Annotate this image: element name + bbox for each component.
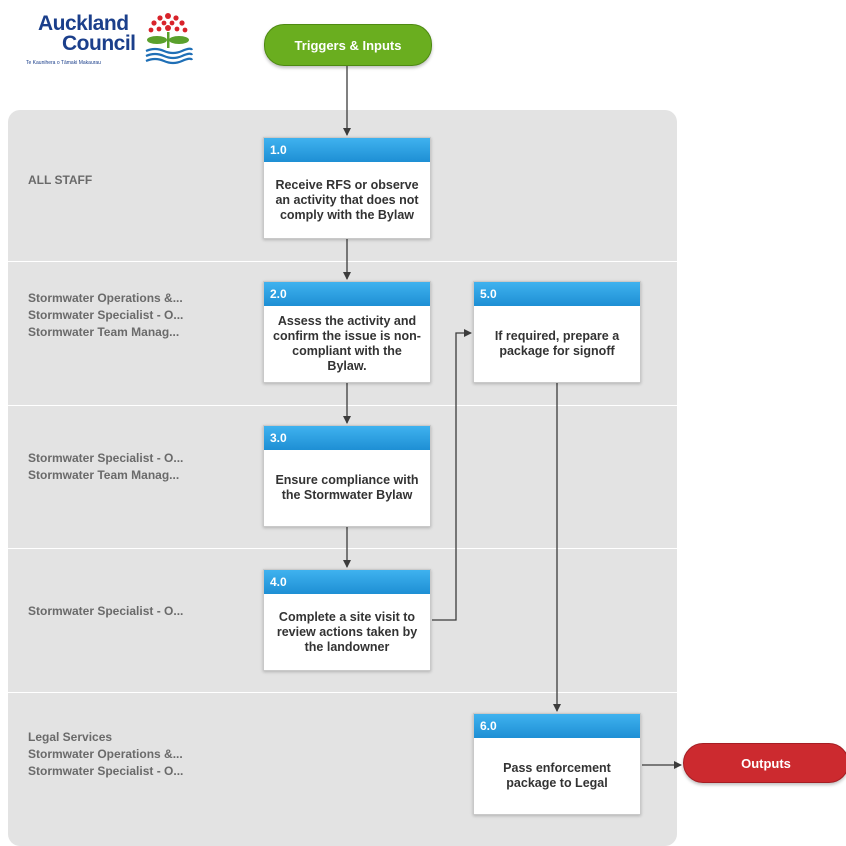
lane-role: Stormwater Operations &... bbox=[28, 291, 183, 305]
step-number: 1.0 bbox=[264, 138, 430, 162]
step-3: 3.0 Ensure compliance with the Stormwate… bbox=[263, 425, 431, 527]
connector-4-to-5 bbox=[432, 329, 472, 621]
lane-all-staff: ALL STAFF bbox=[8, 110, 677, 262]
logo-line-2: Council bbox=[62, 32, 136, 55]
step-1: 1.0 Receive RFS or observe an activity t… bbox=[263, 137, 431, 239]
step-text: Assess the activity and confirm the issu… bbox=[273, 314, 421, 373]
lane-role: ALL STAFF bbox=[28, 173, 93, 187]
lane-stormwater-operations: Stormwater Operations &... Stormwater Sp… bbox=[8, 262, 677, 406]
lane-roles: ALL STAFF bbox=[28, 172, 258, 189]
lane-stormwater-specialist: Stormwater Specialist - O... bbox=[8, 549, 677, 693]
triggers-inputs-start: Triggers & Inputs bbox=[264, 24, 432, 66]
lane-role: Legal Services bbox=[28, 730, 113, 744]
lane-role: Stormwater Specialist - O... bbox=[28, 308, 184, 322]
lane-roles: Stormwater Operations &... Stormwater Sp… bbox=[28, 290, 258, 341]
lane-role: Stormwater Operations &... bbox=[28, 747, 183, 761]
lane-role: Stormwater Specialist - O... bbox=[28, 764, 184, 778]
step-5: 5.0 If required, prepare a package for s… bbox=[473, 281, 641, 383]
step-number: 4.0 bbox=[264, 570, 430, 594]
lane-role: Stormwater Team Manag... bbox=[28, 325, 180, 339]
outputs-end: Outputs bbox=[683, 743, 846, 783]
step-number: 5.0 bbox=[474, 282, 640, 306]
lane-roles: Stormwater Specialist - O... Stormwater … bbox=[28, 450, 258, 484]
lane-role: Stormwater Team Manag... bbox=[28, 468, 180, 482]
step-6: 6.0 Pass enforcement package to Legal bbox=[473, 713, 641, 815]
step-text: Ensure compliance with the Stormwater By… bbox=[275, 473, 419, 502]
logo-line-1: Auckland bbox=[38, 12, 129, 35]
lane-roles: Stormwater Specialist - O... bbox=[28, 603, 258, 620]
pohutukawa-flower-icon bbox=[145, 13, 194, 65]
step-number: 2.0 bbox=[264, 282, 430, 306]
lane-stormwater-specialist-manager: Stormwater Specialist - O... Stormwater … bbox=[8, 406, 677, 549]
step-text: Receive RFS or observe an activity that … bbox=[275, 177, 419, 222]
step-2: 2.0 Assess the activity and confirm the … bbox=[263, 281, 431, 383]
lane-roles: Legal Services Stormwater Operations &..… bbox=[28, 729, 258, 780]
logo-tagline: Te Kaunihera o Tāmaki Makaurau bbox=[26, 60, 101, 66]
step-number: 3.0 bbox=[264, 426, 430, 450]
step-text: If required, prepare a package for signo… bbox=[494, 329, 620, 358]
lane-legal-services: Legal Services Stormwater Operations &..… bbox=[8, 693, 677, 846]
step-text: Complete a site visit to review actions … bbox=[276, 609, 418, 654]
step-text: Pass enforcement package to Legal bbox=[503, 761, 611, 790]
step-number: 6.0 bbox=[474, 714, 640, 738]
lane-role: Stormwater Specialist - O... bbox=[28, 451, 184, 465]
lane-role: Stormwater Specialist - O... bbox=[28, 604, 184, 618]
auckland-council-logo: Auckland Council Te Kaunihera o Tāmaki M… bbox=[24, 8, 194, 68]
step-4: 4.0 Complete a site visit to review acti… bbox=[263, 569, 431, 671]
